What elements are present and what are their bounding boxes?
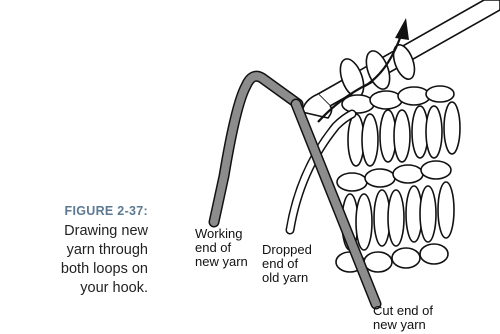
arrow-head-icon [395,18,409,40]
caption-line: both loops on [0,260,148,279]
callout-line: old yarn [262,271,312,285]
callout-line: end of [262,257,312,271]
caption-line: your hook. [0,279,148,298]
callout-line: Working [195,227,248,241]
figure-caption: Drawing new yarn through both loops on y… [0,222,148,298]
callout-cut-end: Cut end of new yarn [373,304,433,332]
callout-line: end of [195,241,248,255]
callout-dropped-end: Dropped end of old yarn [262,243,312,285]
caption-line: yarn through [0,241,148,260]
callout-line: new yarn [373,318,433,332]
figure-label: FIGURE 2-37: [0,204,148,218]
callout-line: Dropped [262,243,312,257]
callout-working-end: Working end of new yarn [195,227,248,269]
caption-line: Drawing new [0,222,148,241]
callout-line: new yarn [195,255,248,269]
callout-line: Cut end of [373,304,433,318]
